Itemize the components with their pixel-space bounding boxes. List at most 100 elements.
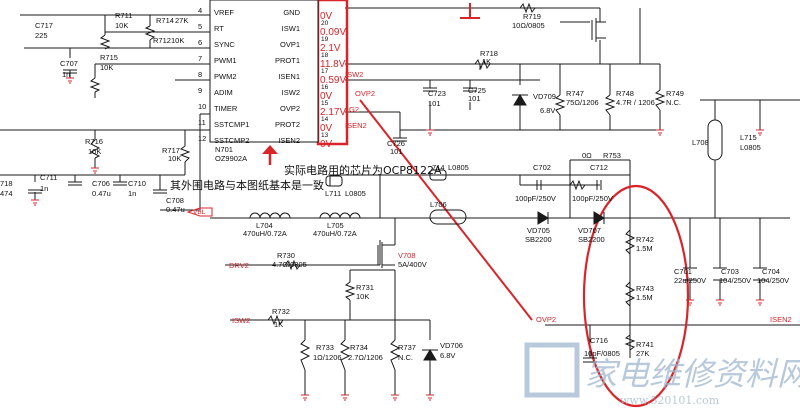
- label-r715-ref: R715: [100, 53, 118, 62]
- resistor-r749-symbol: [654, 89, 666, 111]
- label-r732-val: 1K: [274, 320, 283, 329]
- label-r741-val: 27K: [636, 349, 649, 358]
- label-l705-ref: L705: [327, 221, 344, 230]
- net-ovp2-right: OVP2: [355, 89, 375, 98]
- capacitor-c706-symbol: [68, 181, 82, 186]
- inductor-l706-symbol: [429, 209, 467, 225]
- chip-pin-name: SYNC: [214, 40, 235, 49]
- watermark: 家电维修资料网 www.520101.com: [524, 342, 800, 407]
- resistor-r716-symbol: [89, 139, 101, 159]
- label-c717-val: 225: [35, 31, 48, 40]
- label-c723-ref: C723: [428, 89, 446, 98]
- chip-pin-name: PROT2: [275, 120, 300, 129]
- chip-pin-number: 20: [321, 20, 329, 27]
- chip-pin-number: 13: [321, 132, 329, 139]
- ground-icon: [301, 394, 309, 401]
- label-l711-val: L0805: [345, 189, 366, 198]
- chip-pin-name: SSTCMP2: [214, 136, 249, 145]
- chip-pin-number: 16: [321, 84, 329, 91]
- chip-pin-number: 7: [198, 54, 202, 63]
- label-vd707-val: SB2200: [578, 235, 605, 244]
- chip-pin-number: 18: [321, 52, 329, 59]
- label-vd709-ref: VD709: [533, 92, 556, 101]
- mosfet-v708-symbol: [377, 242, 395, 268]
- ground-icon: [426, 394, 434, 401]
- net-isen2-bottom: ISEN2: [770, 315, 792, 324]
- label-c704-val: 104/250V: [757, 276, 789, 285]
- chip-pin-name: PROT1: [275, 56, 300, 65]
- label-r732-ref: R732: [272, 307, 290, 316]
- label-r748-val: 4.7R / 1206: [616, 98, 655, 107]
- net-ovp2-bottom: OVP2: [536, 315, 556, 324]
- label-r743-val: 1.5M: [636, 293, 653, 302]
- chip-pin-number: 10: [198, 102, 206, 111]
- label-r747-ref: R747: [566, 89, 584, 98]
- label-r717-val: 10K: [168, 154, 181, 163]
- zener-vd706-symbol: [422, 349, 438, 361]
- label-c703-ref: C703: [721, 267, 739, 276]
- ground-icon: [91, 167, 99, 174]
- label-r730-ref: R730: [277, 251, 295, 260]
- ground-icon: [31, 199, 39, 206]
- capacitor-c712-symbol: [596, 180, 602, 190]
- chip-pin-name: ISEN1: [278, 72, 300, 81]
- chip-pin-voltage: 0V: [320, 11, 333, 22]
- resistor-r711-symbol: [99, 34, 111, 50]
- resistor-r715-symbol: [89, 77, 101, 93]
- resistor-r730-symbol: [284, 259, 301, 271]
- watermark-url: www.520101.com: [620, 394, 720, 407]
- chip-pin-voltage: 0.09V: [320, 27, 346, 38]
- label-r741-ref: R741: [636, 340, 654, 349]
- capacitor-c716-symbol: [583, 357, 597, 363]
- chip-pin-name: PWM1: [214, 56, 237, 65]
- arrow-up-icon: [262, 145, 278, 154]
- label-c701-ref: C701: [674, 267, 692, 276]
- label-c708-ref: C708: [166, 196, 184, 205]
- label-c704-ref: C704: [762, 267, 780, 276]
- resistor-r741-symbol: [624, 334, 636, 351]
- label-l714-val: L0805: [448, 163, 469, 172]
- label-l705-val: 470uH/0.72A: [313, 229, 357, 238]
- chip-pin-number: 14: [321, 116, 329, 123]
- chip-pin-name: TIMER: [214, 104, 238, 113]
- chip-pin-number: 15: [321, 100, 329, 107]
- net-drv2: DRV2: [229, 261, 249, 270]
- ground-icon: [686, 299, 694, 306]
- resistor-r737-symbol: [389, 339, 401, 371]
- label-r716-val: 10K: [88, 147, 101, 156]
- net-vbl: VBL: [193, 209, 206, 216]
- ground-icon: [756, 299, 764, 306]
- chip-pin-number: 17: [321, 68, 329, 75]
- label-vd707-ref: VD707: [578, 226, 601, 235]
- chip-pin-voltage: 0V: [320, 91, 333, 102]
- ground-icon: [66, 77, 74, 84]
- ground-icon: [426, 129, 434, 136]
- label-vd706-val: 6.8V: [440, 351, 455, 360]
- capacitor-c704-symbol: [753, 267, 767, 281]
- resistor-r753-symbol: [569, 179, 586, 191]
- label-l704-val: 470uH/0.72A: [243, 229, 287, 238]
- label-c718-val: 474: [0, 189, 13, 198]
- net-g2: G2: [349, 105, 359, 114]
- net-isen2-right: ISEN2: [345, 121, 367, 130]
- chip-pin-voltage: 0V: [320, 123, 333, 134]
- label-l704-ref: L704: [256, 221, 273, 230]
- note-line-1: 实际电路用的芯片为OCP8122A: [284, 163, 442, 177]
- chip-pin-voltage: 2.1V: [320, 43, 341, 54]
- chip-pin-number: 19: [321, 36, 329, 43]
- label-c703-val: 104/250V: [719, 276, 751, 285]
- resistor-r718-symbol: [474, 58, 491, 70]
- chip-pin-voltage: 0.59V: [320, 75, 346, 86]
- label-r733-ref: R733: [316, 343, 334, 352]
- chip-pin-number: 8: [198, 70, 202, 79]
- inductor-l711-symbol: [325, 175, 343, 187]
- chip-pin-voltage: 0V: [320, 139, 333, 150]
- label-r716-ref: R716: [85, 137, 103, 146]
- note-line-2: 其外围电路与本图纸基本是一致: [170, 178, 324, 192]
- ground-icon: [756, 129, 764, 136]
- ground-symbols: [31, 77, 764, 401]
- feedback-highlight-ellipse: [582, 184, 690, 408]
